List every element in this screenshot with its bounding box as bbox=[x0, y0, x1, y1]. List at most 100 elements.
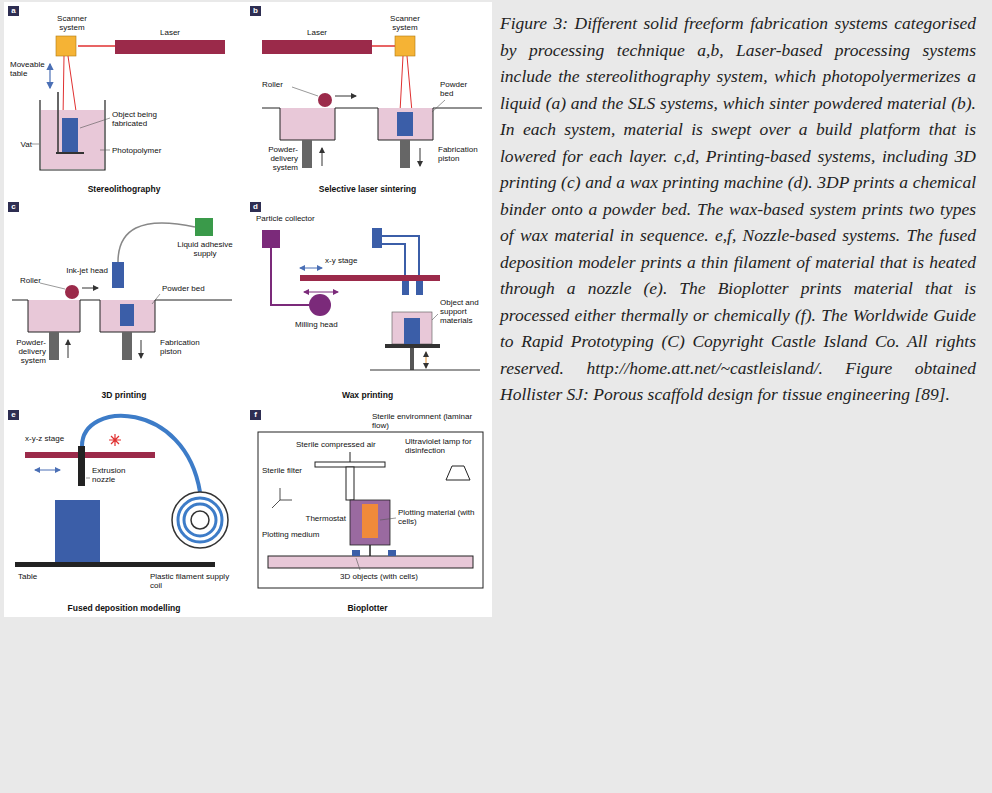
wax-printing-part bbox=[432, 314, 438, 320]
fdm-part bbox=[172, 492, 228, 548]
3d-printing-part bbox=[120, 304, 134, 326]
sls-part bbox=[432, 100, 445, 112]
sls-part bbox=[400, 56, 403, 112]
fdm-part bbox=[178, 498, 222, 542]
part-label: Scanner system bbox=[385, 14, 425, 32]
stereolithography-part bbox=[40, 100, 105, 170]
fdm-drawing bbox=[15, 416, 228, 567]
wax-printing-part bbox=[304, 292, 338, 293]
wax-printing-part bbox=[262, 230, 280, 248]
part-label: Ultraviolet lamp for disinfection bbox=[405, 437, 480, 455]
stereolithography-part bbox=[115, 40, 225, 54]
part-label: Powder bed bbox=[162, 284, 207, 293]
wax-printing-part bbox=[300, 275, 440, 281]
wax-printing-part bbox=[416, 281, 423, 295]
bioplotter-part bbox=[369, 545, 371, 556]
figure-ground bbox=[4, 2, 492, 617]
panel-letter: f bbox=[250, 410, 261, 420]
sls-part bbox=[322, 148, 323, 166]
3d-printing-part bbox=[65, 285, 79, 299]
figure-panel: c 3D printing bbox=[8, 202, 240, 402]
wax-printing-part bbox=[426, 352, 427, 368]
panel-letter: a bbox=[8, 6, 19, 16]
panel-title: Wax printing bbox=[250, 390, 485, 400]
part-label: Liquid adhesive supply bbox=[172, 240, 238, 258]
fdm-part bbox=[35, 470, 60, 471]
panel-title: Stereolithography bbox=[8, 184, 240, 194]
fdm-part bbox=[109, 434, 121, 446]
part-label: Roller bbox=[20, 276, 60, 285]
wax-printing-part bbox=[410, 348, 414, 370]
part-label: Laser bbox=[297, 28, 337, 37]
figure-panel: aStereolithography bbox=[8, 6, 240, 196]
part-label: Particle collector bbox=[256, 214, 346, 223]
bioplotter-part bbox=[350, 452, 351, 462]
part-label: Plotting medium bbox=[262, 530, 322, 539]
bioplotter-part bbox=[315, 462, 385, 467]
part-label: Plotting material (with cells) bbox=[398, 508, 476, 526]
fdm-part bbox=[191, 511, 209, 529]
3d-printing-part bbox=[40, 283, 65, 289]
part-label: Powder-delivery system bbox=[4, 338, 46, 365]
part-label: x-y-z stage bbox=[25, 434, 85, 443]
stereolithography-part bbox=[100, 150, 110, 151]
part-label: Extrusion nozzle bbox=[92, 466, 136, 484]
sls-part bbox=[400, 140, 410, 168]
part-label: Photopolymer bbox=[112, 146, 172, 155]
bioplotter-part bbox=[346, 467, 354, 500]
sls-part bbox=[302, 140, 312, 168]
bioplotter-part bbox=[380, 518, 396, 520]
stereolithography-part bbox=[49, 64, 50, 88]
3d-printing-part bbox=[122, 332, 132, 360]
wax-printing-part bbox=[300, 268, 322, 269]
part-label: Vat bbox=[12, 140, 32, 149]
wax-printing-part bbox=[372, 228, 382, 248]
part-label: Thermostat bbox=[296, 514, 346, 523]
3d-printing-part bbox=[152, 294, 160, 304]
panel-title: Fused deposition modelling bbox=[8, 603, 240, 613]
wax-printing-part bbox=[392, 312, 432, 344]
stereolithography-part bbox=[57, 92, 59, 153]
sls-part bbox=[395, 36, 415, 56]
part-label: Milling head bbox=[295, 320, 355, 329]
3d-printing-part bbox=[28, 300, 80, 332]
part-label: Scanner system bbox=[52, 14, 92, 32]
panel-letter: c bbox=[8, 202, 19, 212]
part-label: Powder bed bbox=[440, 80, 482, 98]
fdm-part bbox=[78, 446, 85, 486]
wax-printing-part bbox=[402, 281, 409, 295]
stereolithography-part bbox=[63, 56, 64, 118]
stereolithography-drawing bbox=[32, 36, 225, 170]
stereolithography-part bbox=[80, 118, 110, 128]
sls-part bbox=[318, 93, 332, 107]
panel-title: 3D printing bbox=[8, 390, 240, 400]
bioplotter-part bbox=[352, 550, 360, 556]
fdm-part bbox=[15, 562, 215, 567]
part-label: x-y stage bbox=[325, 256, 371, 265]
bioplotter-part bbox=[362, 504, 378, 538]
bioplotter-part bbox=[350, 500, 390, 545]
panel-letter: e bbox=[8, 410, 19, 420]
part-label: Sterile compressed air bbox=[296, 440, 396, 449]
sls-part bbox=[335, 96, 356, 97]
stereolithography-part bbox=[32, 144, 39, 145]
panel-letter: d bbox=[250, 202, 261, 212]
part-label: Roller bbox=[262, 80, 302, 89]
bioplotter-part bbox=[446, 466, 470, 480]
3d-printing-part bbox=[68, 340, 69, 358]
part-label: Sterile enviromnent (laminar flow) bbox=[372, 412, 482, 430]
sls-part bbox=[420, 148, 421, 166]
sls-part bbox=[378, 108, 433, 140]
stereolithography-part bbox=[68, 56, 77, 118]
sls-part bbox=[407, 56, 412, 112]
part-label: Moveable table bbox=[10, 60, 48, 78]
panel-title: Selective laser sintering bbox=[250, 184, 485, 194]
sls-part bbox=[292, 87, 318, 96]
bioplotter-part bbox=[272, 488, 292, 508]
3d-printing-part bbox=[82, 288, 98, 289]
3d-printing-part bbox=[100, 300, 155, 332]
bioplotter-part bbox=[258, 432, 483, 588]
sls-part bbox=[280, 108, 335, 140]
part-label: Object being fabricated bbox=[112, 110, 172, 128]
